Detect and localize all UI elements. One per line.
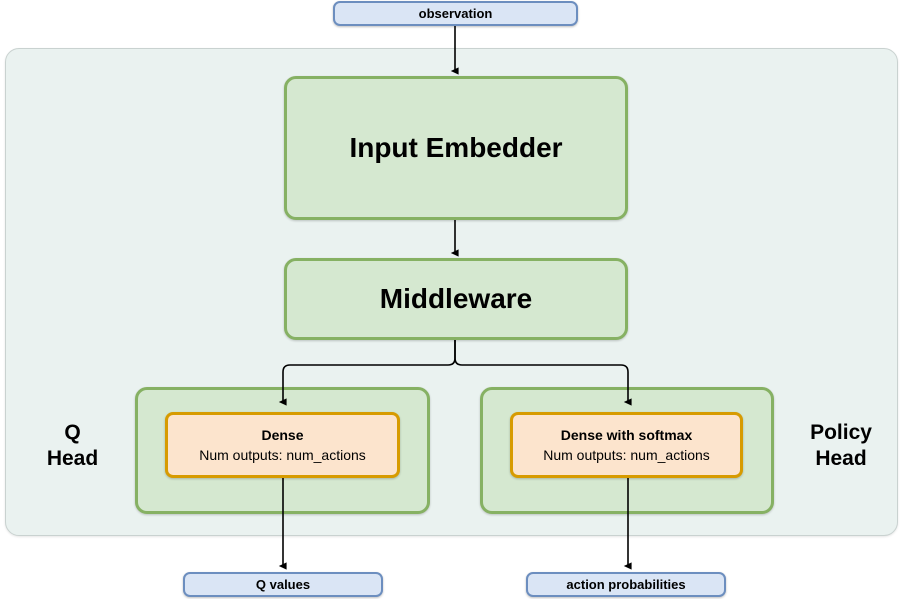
input-embedder-label: Input Embedder (349, 132, 563, 163)
policy-head-side-label-line1: Policy (810, 421, 872, 444)
middleware-block[interactable]: Middleware (284, 258, 628, 340)
observation-label: observation (418, 6, 493, 21)
q-head-dense-title: Dense (261, 427, 304, 443)
q-head-side-label-line2: Head (46, 447, 99, 470)
q-values-output-box[interactable]: Q values (183, 572, 383, 597)
q-head-dense-subtitle: Num outputs: num_actions (199, 447, 366, 463)
action-probabilities-label: action probabilities (566, 577, 686, 592)
policy-head-dense-title: Dense with softmax (560, 427, 693, 443)
middleware-label: Middleware (379, 283, 533, 314)
input-embedder-block[interactable]: Input Embedder (284, 76, 628, 220)
observation-box[interactable]: observation (333, 1, 578, 26)
action-probabilities-output-box[interactable]: action probabilities (526, 572, 726, 597)
policy-head-side-label-line2: Head (815, 447, 867, 470)
policy-head-side-label: Policy Head (786, 420, 896, 472)
q-values-label: Q values (255, 577, 311, 592)
policy-head-dense-subtitle: Num outputs: num_actions (543, 447, 710, 463)
q-head-side-label: Q Head (20, 420, 125, 472)
q-head-dense-box[interactable]: Dense Num outputs: num_actions (165, 412, 400, 478)
q-head-side-label-line1: Q (64, 421, 81, 444)
policy-head-dense-box[interactable]: Dense with softmax Num outputs: num_acti… (510, 412, 743, 478)
